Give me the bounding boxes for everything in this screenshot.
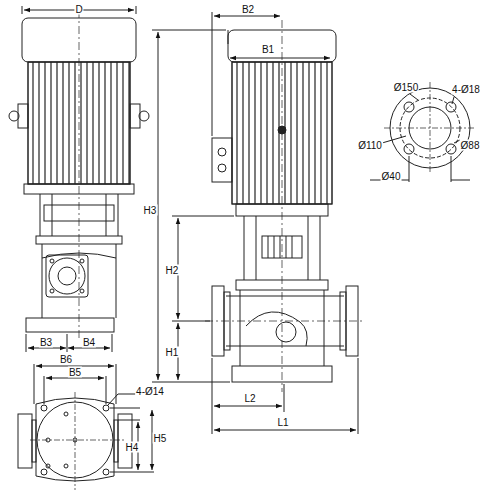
dimension-label: B1 bbox=[261, 44, 275, 55]
dimension-label: 4-Ø18 bbox=[451, 84, 481, 95]
dimension-label: B3 bbox=[39, 337, 53, 348]
dimension-label: B4 bbox=[82, 337, 96, 348]
dimension-label: H4 bbox=[125, 442, 140, 453]
dimension-label: B5 bbox=[68, 367, 82, 378]
dimension-label: B6 bbox=[59, 354, 73, 365]
dimension-label: Ø110 bbox=[357, 140, 383, 151]
dimension-label: H5 bbox=[153, 433, 168, 444]
dimension-label: B2 bbox=[241, 4, 255, 15]
dimension-label: 4-Ø14 bbox=[135, 386, 165, 397]
dimension-label: H3 bbox=[143, 205, 158, 216]
dimension-label: Ø88 bbox=[460, 140, 481, 151]
dimension-label: L2 bbox=[243, 393, 256, 404]
dimension-label: Ø150 bbox=[393, 82, 419, 93]
dimension-label: H1 bbox=[165, 347, 180, 358]
dimension-label: D bbox=[74, 4, 83, 15]
dimension-label: H2 bbox=[165, 265, 180, 276]
dimension-label: Ø40 bbox=[381, 171, 402, 182]
dimension-label: L1 bbox=[276, 417, 289, 428]
